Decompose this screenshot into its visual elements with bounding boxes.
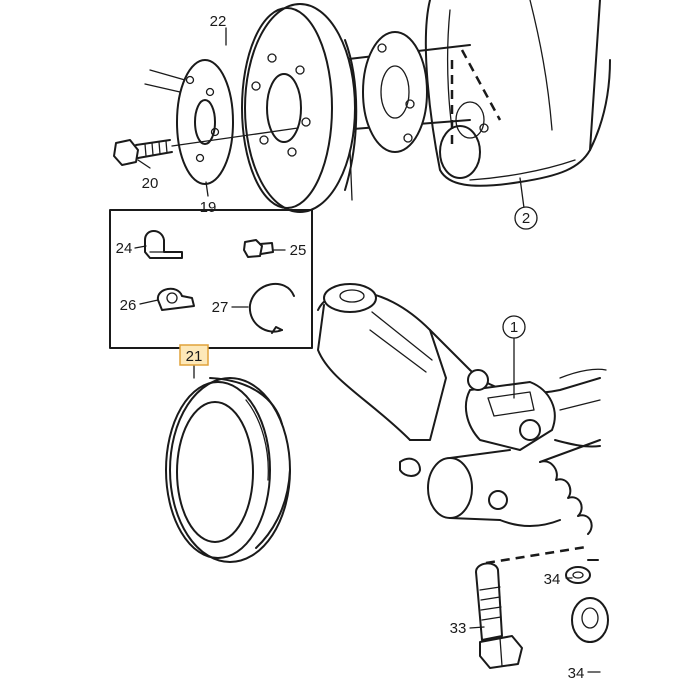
- label-34-lower: 34: [568, 665, 585, 682]
- label-27: 27: [212, 299, 229, 316]
- flange-washer: [144, 59, 234, 185]
- label-34-upper: 34: [544, 571, 561, 588]
- hose-clip-26: [156, 287, 195, 311]
- label-33: 33: [450, 620, 467, 637]
- small-parts-box: [109, 209, 313, 349]
- highlight-box: [179, 344, 209, 366]
- large-pulley: [241, 3, 358, 213]
- label-1: 1: [510, 319, 518, 336]
- callout-1: 1: [502, 315, 526, 339]
- label-21: 21: [186, 348, 203, 365]
- label-25: 25: [290, 242, 307, 259]
- circlip-27: [248, 282, 295, 334]
- label-20: 20: [142, 175, 159, 192]
- pulley-21: [165, 377, 291, 563]
- hose-clip-24: [144, 230, 183, 259]
- bolt-20: [113, 127, 299, 166]
- pump-shaft-hub: [339, 31, 502, 179]
- label-22: 22: [210, 13, 227, 30]
- label-19: 19: [200, 199, 217, 216]
- leader-lines: [134, 27, 601, 673]
- label-24: 24: [116, 240, 133, 257]
- pump-housing: [424, 0, 611, 187]
- steering-rack: [317, 283, 607, 535]
- bolt-33: [475, 562, 523, 669]
- screw-25: [243, 239, 274, 258]
- label-2: 2: [522, 210, 530, 227]
- highlighted-callout-21: 21: [179, 344, 209, 366]
- label-26: 26: [120, 297, 137, 314]
- dashed-axis-line: [485, 545, 587, 565]
- washers-34: [565, 559, 609, 643]
- callout-2: 2: [514, 206, 538, 230]
